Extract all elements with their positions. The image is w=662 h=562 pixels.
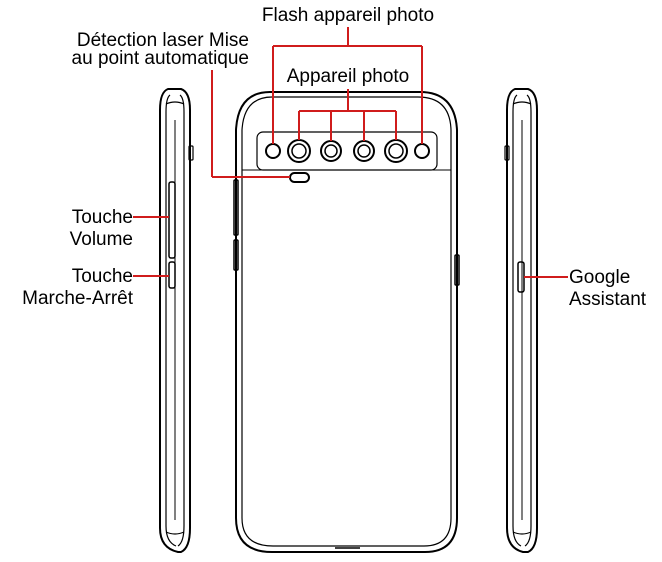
flash-left <box>265 143 281 159</box>
power-label-line2: Marche-Arrêt <box>22 288 134 309</box>
phone-right-side-view <box>504 88 538 553</box>
phone-left-side-view <box>159 88 194 553</box>
assistant-button <box>517 261 525 293</box>
volume-button <box>168 181 176 259</box>
assistant-label-line1: Google <box>569 267 630 288</box>
camera-label: Appareil photo <box>287 66 410 87</box>
camera-lens-2 <box>320 140 342 162</box>
power-button <box>168 261 176 289</box>
laser-sensor <box>289 172 310 183</box>
power-label-line1: Touche <box>72 266 133 287</box>
phone-body-outline <box>235 91 458 553</box>
laser-label-line2: au point automatique <box>72 48 249 69</box>
callout-lines <box>133 27 568 278</box>
volume-label-line2: Volume <box>70 229 133 250</box>
phone-front-view <box>233 91 460 553</box>
camera-lens-3 <box>353 140 375 162</box>
flash-label: Flash appareil photo <box>262 5 434 26</box>
assistant-label-line2: Assistant <box>569 289 647 310</box>
volume-label-line1: Touche <box>72 207 133 228</box>
laser-label-line1: Détection laser Mise <box>77 30 249 51</box>
flash-right <box>414 143 430 159</box>
